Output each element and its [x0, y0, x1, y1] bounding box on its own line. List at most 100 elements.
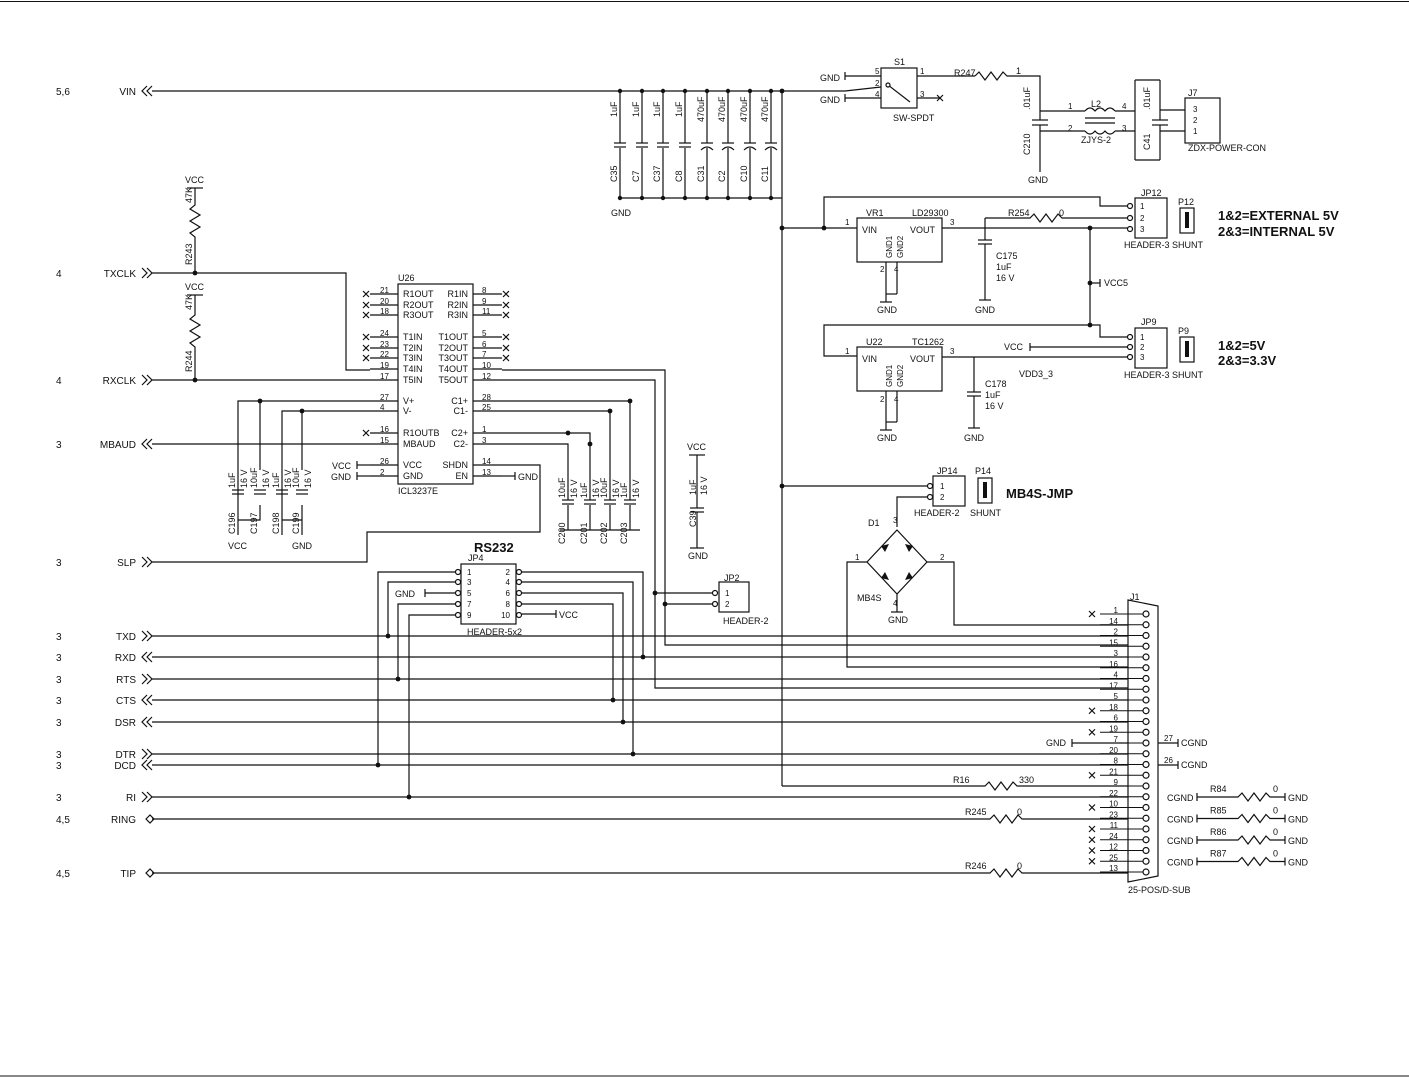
net-label-slp: SLP	[117, 558, 136, 569]
jumper-jp12: JP12 123 HEADER-3 P12 SHUNT 1&2=EXTERNAL…	[1124, 188, 1339, 250]
cap-ref: C203	[619, 522, 629, 544]
cap-value: 470uF	[739, 96, 749, 122]
j1-ref: J1	[1130, 592, 1140, 602]
cap-value: 10uF	[599, 477, 609, 498]
capacitor-c39: VCC GND 1uF 16 V C39	[687, 442, 709, 561]
c178-val: 1uF	[985, 390, 1001, 400]
cgnd-26: CGND	[1181, 760, 1208, 770]
net-label-rxd: RXD	[115, 653, 136, 664]
u26-pin-name: C1+	[451, 396, 468, 406]
c178-gnd: GND	[964, 433, 985, 443]
u22-pin: 3	[950, 347, 955, 356]
j1-pin-number: 17	[1109, 681, 1118, 690]
j1-pin-number: 22	[1109, 789, 1118, 798]
jp14-note: MB4S-JMP	[1006, 486, 1074, 501]
j1-pin-number: 15	[1109, 638, 1118, 647]
j1-pin-number: 1	[1114, 606, 1119, 615]
jp4-pin: 2	[506, 568, 511, 577]
j1-pin-number: 24	[1109, 832, 1118, 841]
l2-pin: 2	[1068, 124, 1073, 133]
u26-pin-number: 22	[380, 350, 389, 359]
c210-val: .01uF	[1022, 86, 1032, 110]
svg-text:2: 2	[725, 600, 730, 609]
s1-pin: 4	[875, 90, 880, 99]
connector-j1: J1 25-POS/D-SUB 114215316417518619720821…	[1088, 592, 1191, 895]
u26-pin-name: T5IN	[403, 375, 423, 385]
net-sheet-ref: 3	[56, 718, 62, 729]
r243-ref: R243	[184, 243, 194, 265]
j1-part: 25-POS/D-SUB	[1128, 885, 1191, 895]
cap-value: 1uF	[609, 101, 619, 117]
u26-pin-number: 8	[482, 286, 487, 295]
jp14-part: HEADER-2	[914, 508, 960, 518]
cap-value: 10uF	[557, 477, 567, 498]
u22-pin: 2	[880, 395, 885, 404]
net-sheet-ref: 3	[56, 761, 62, 772]
cap-ref: C10	[739, 165, 749, 182]
vdd33-label: VDD3_3	[1019, 369, 1053, 379]
cap-ref: C2	[717, 170, 727, 182]
jp12-part: HEADER-3	[1124, 240, 1170, 250]
cap-voltage: 16 V	[591, 479, 601, 498]
net-label-cts: CTS	[116, 696, 136, 707]
u22-gnd2: GND2	[896, 364, 905, 387]
port-arrow-cts	[141, 694, 153, 706]
cap-ref: C196	[227, 512, 237, 534]
svg-text:1: 1	[855, 553, 860, 562]
j1-pin-number: 25	[1109, 853, 1118, 862]
u26-pin-name: T5OUT	[438, 375, 468, 385]
net-sheet-ref: 3	[56, 675, 62, 686]
u22-gnd1: GND1	[885, 364, 894, 387]
s1-pin: 2	[875, 79, 880, 88]
cap-value: 1uF	[271, 472, 281, 488]
net-sheet-ref: 3	[56, 793, 62, 804]
cap-value: 10uF	[249, 467, 259, 488]
u26-pin-number: 24	[380, 329, 389, 338]
j7-pin: 1	[1193, 127, 1198, 136]
cap-value: 1uF	[227, 472, 237, 488]
cap-ref: C201	[579, 522, 589, 544]
svg-text:2: 2	[1140, 343, 1145, 352]
p12-ref: P12	[1178, 197, 1194, 207]
c210-ref: C210	[1022, 133, 1032, 155]
header-jp2: JP2 12 HEADER-2	[652, 573, 769, 626]
vr1-ref: VR1	[866, 208, 884, 218]
u22-part: TC1262	[912, 337, 944, 347]
u26-vcc: VCC	[332, 461, 352, 471]
cap-voltage: 16 V	[631, 479, 641, 498]
jp4-pin: 4	[506, 578, 511, 587]
cap-ref: C197	[249, 512, 259, 534]
cgnd-label: CGND	[1167, 815, 1194, 825]
port-arrow-dsr	[141, 716, 153, 728]
jp12-note-1: 1&2=EXTERNAL 5V	[1218, 208, 1339, 223]
j1-pin-number: 8	[1114, 757, 1119, 766]
c39-v: 16 V	[699, 476, 709, 495]
net-sheet-ref: 3	[56, 558, 62, 569]
j1-pin-number: 16	[1109, 660, 1118, 669]
cap-ref: C199	[291, 512, 301, 534]
j1-pin-number: 9	[1114, 778, 1119, 787]
cap-voltage: 16 V	[239, 469, 249, 488]
s1-pin: 1	[920, 67, 925, 76]
u26-pin-number: 16	[380, 425, 389, 434]
resistor-ref: R84	[1210, 784, 1227, 794]
u26-pin-name: R2OUT	[403, 300, 434, 310]
svg-text:3: 3	[1140, 225, 1145, 234]
net-label-txclk: TXCLK	[104, 269, 137, 280]
u26-pin-name: VCC	[403, 460, 423, 470]
u26-pin-number: 7	[482, 350, 487, 359]
port-arrow-txd	[141, 630, 153, 642]
port-arrow-slp	[141, 556, 153, 568]
cap-ref: C198	[271, 512, 281, 534]
u22-pin: 4	[894, 395, 899, 404]
r254-val: 0	[1059, 208, 1064, 218]
u26-pin-number: 25	[482, 403, 491, 412]
u26-pin-number: 14	[482, 457, 491, 466]
port-arrow-mbaud	[141, 438, 153, 450]
j1-pin-number: 11	[1110, 821, 1119, 830]
d1-gnd: GND	[888, 615, 909, 625]
u26-pin-name: T1OUT	[438, 332, 468, 342]
u26-pin-name: V-	[403, 406, 412, 416]
cgnd-label: CGND	[1167, 793, 1194, 803]
